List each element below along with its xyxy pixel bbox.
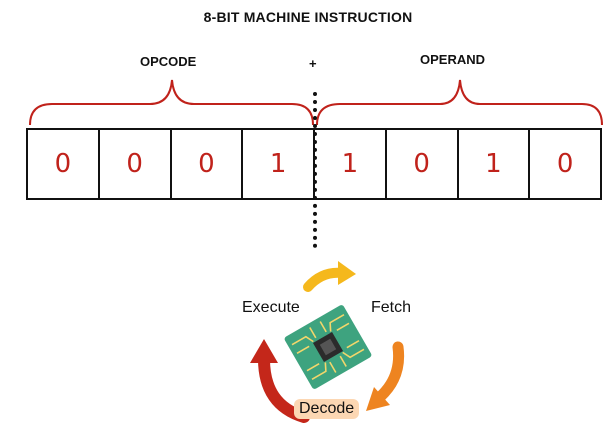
bit-cell: 1 <box>243 130 315 198</box>
opcode-label: OPCODE <box>140 54 197 69</box>
instruction-cycle <box>250 261 405 423</box>
bit-cell: 0 <box>387 130 459 198</box>
execute-label: Execute <box>242 299 300 316</box>
bit-cell: 0 <box>556 149 574 179</box>
diagram-title: 8-BIT MACHINE INSTRUCTION <box>203 9 413 25</box>
braces <box>29 79 603 126</box>
cpu-chip-icon <box>284 305 372 389</box>
bit-cell: 1 <box>459 130 531 198</box>
decode-label: Decode <box>294 399 360 419</box>
operand-label: OPERAND <box>420 52 486 67</box>
opcode-brace <box>29 79 314 126</box>
bit-cell: 1 <box>315 130 387 198</box>
bit-cell: 0 <box>172 130 244 198</box>
plus-sign: + <box>309 56 317 71</box>
operand-brace <box>316 79 603 126</box>
opcode-operand-divider <box>313 92 317 248</box>
bit-cell: 0 <box>28 130 100 198</box>
fetch-arrow-icon <box>303 261 356 292</box>
bit-cell: 0 <box>100 130 172 198</box>
decode-arrow-icon <box>366 341 405 411</box>
fetch-label: Fetch <box>371 299 412 316</box>
